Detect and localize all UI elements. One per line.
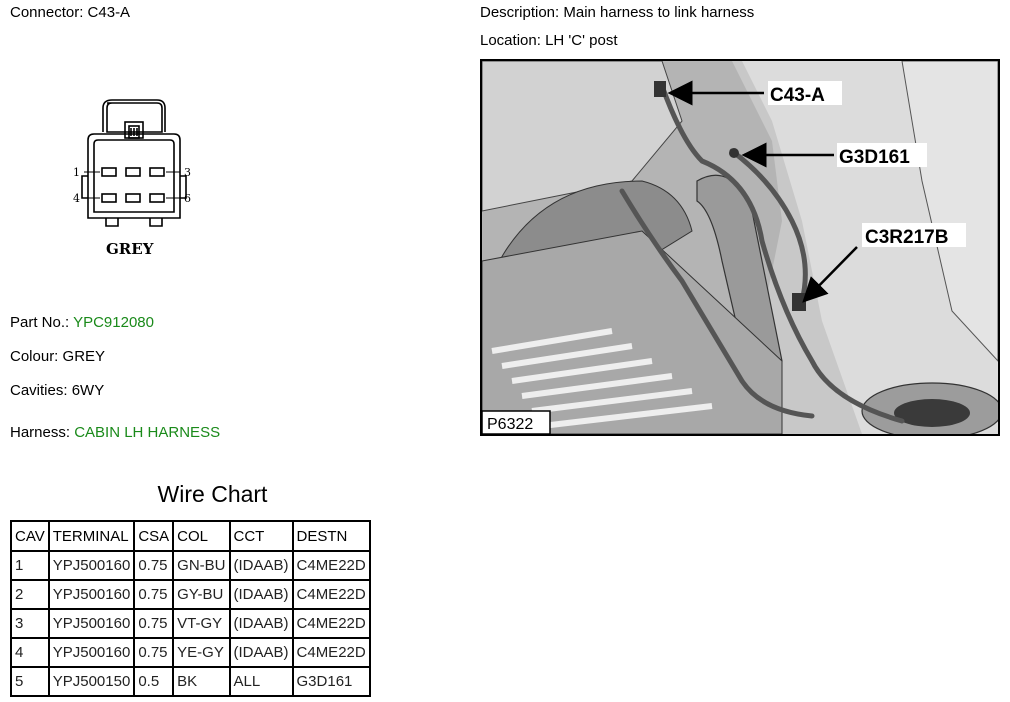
cell-cct: (IDAAB) [228, 608, 294, 639]
connector-pinout-diagram: 1 3 4 6 GREY [73, 99, 191, 258]
cell-destn: C4ME22D [291, 637, 371, 668]
cell-destn: C4ME22D [291, 550, 371, 581]
header-csa: CSA [133, 520, 175, 552]
location: Location: LH 'C' post [480, 32, 617, 49]
photo-ref: P6322 [487, 416, 533, 433]
location-photo: C43-A G3D161 C3R217B P6322 [480, 59, 1000, 436]
part-label: Part No.: [10, 314, 70, 331]
connector-title: Connector: C43-A [10, 4, 130, 21]
harness-label: Harness: [10, 424, 71, 441]
table-row: 1 YPJ500160 0.75 GN-BU (IDAAB) C4ME22D [10, 550, 371, 581]
callout-c3r217b: C3R217B [865, 227, 948, 248]
pin-label-6: 6 [184, 192, 191, 205]
part-number: Part No.: YPC912080 [10, 314, 154, 331]
cell-col: GN-BU [172, 550, 231, 581]
header-destn: DESTN [291, 520, 371, 552]
pinout-colour-caption: GREY [106, 240, 154, 258]
header-terminal: TERMINAL [47, 520, 136, 552]
cell-terminal: YPJ500160 [47, 637, 136, 668]
pin-label-4: 4 [73, 192, 80, 205]
cell-csa: 0.75 [133, 579, 175, 610]
cavities: Cavities: 6WY [10, 382, 104, 399]
colour-value: GREY [62, 348, 106, 365]
cell-cav: 5 [10, 666, 50, 697]
callout-g3d161: G3D161 [839, 147, 910, 168]
description-label: Description: [480, 4, 560, 21]
cell-cct: (IDAAB) [228, 550, 294, 581]
cell-destn: C4ME22D [291, 608, 371, 639]
harness: Harness: CABIN LH HARNESS [10, 424, 220, 441]
connector-label: Connector: [10, 4, 84, 21]
location-value: LH 'C' post [545, 32, 618, 49]
colour: Colour: GREY [10, 348, 105, 365]
pin-label-3: 3 [184, 166, 191, 179]
location-label: Location: [480, 32, 541, 49]
cavities-value: 6WY [71, 382, 105, 399]
cell-csa: 0.75 [133, 550, 175, 581]
header-cct: CCT [228, 520, 294, 552]
cell-destn: C4ME22D [291, 579, 371, 610]
header-col: COL [172, 520, 231, 552]
connector-value: C43-A [87, 4, 131, 21]
wire-chart-header-row: CAV TERMINAL CSA COL CCT DESTN [10, 520, 371, 552]
table-row: 2 YPJ500160 0.75 GY-BU (IDAAB) C4ME22D [10, 579, 371, 610]
cell-col: VT-GY [172, 608, 231, 639]
colour-label: Colour: [10, 348, 59, 365]
cell-cav: 1 [10, 550, 50, 581]
cell-cav: 3 [10, 608, 50, 639]
harness-link[interactable]: CABIN LH HARNESS [74, 424, 221, 441]
cell-col: YE-GY [172, 637, 231, 668]
description-value: Main harness to link harness [563, 4, 755, 21]
wire-chart-title: Wire Chart [157, 481, 268, 507]
pin-label-1: 1 [73, 166, 80, 179]
cell-csa: 0.5 [133, 666, 175, 697]
wire-chart-table: CAV TERMINAL CSA COL CCT DESTN 1 YPJ5001… [10, 520, 371, 697]
cell-cav: 2 [10, 579, 50, 610]
cell-terminal: YPJ500160 [47, 579, 136, 610]
cell-col: GY-BU [172, 579, 231, 610]
cell-cct: (IDAAB) [228, 579, 294, 610]
part-number-link[interactable]: YPC912080 [73, 314, 154, 331]
header-cav: CAV [10, 520, 50, 552]
cavities-label: Cavities: [10, 382, 68, 399]
cell-col: BK [172, 666, 231, 697]
cell-cct: (IDAAB) [228, 637, 294, 668]
cell-cav: 4 [10, 637, 50, 668]
table-row: 5 YPJ500150 0.5 BK ALL G3D161 [10, 666, 371, 697]
cell-terminal: YPJ500160 [47, 550, 136, 581]
table-row: 3 YPJ500160 0.75 VT-GY (IDAAB) C4ME22D [10, 608, 371, 639]
cell-terminal: YPJ500160 [47, 608, 136, 639]
table-row: 4 YPJ500160 0.75 YE-GY (IDAAB) C4ME22D [10, 637, 371, 668]
cell-cct: ALL [228, 666, 294, 697]
cell-destn: G3D161 [291, 666, 371, 697]
cell-terminal: YPJ500150 [47, 666, 136, 697]
description: Description: Main harness to link harnes… [480, 4, 754, 21]
cell-csa: 0.75 [133, 608, 175, 639]
cell-csa: 0.75 [133, 637, 175, 668]
callout-c43a: C43-A [770, 85, 825, 106]
